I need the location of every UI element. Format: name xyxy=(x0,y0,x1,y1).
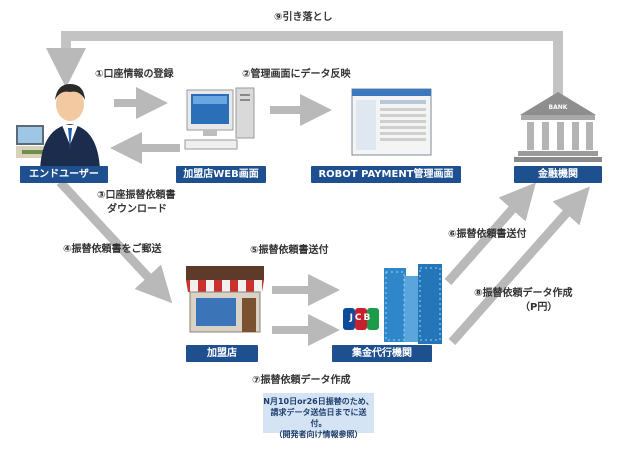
node-label-collection-agency: 集金代行機関 xyxy=(332,345,432,362)
bank-sign: BANK xyxy=(548,104,568,111)
node-label-merchant: 加盟店 xyxy=(186,345,258,362)
step-5-send-form: ⑤振替依頼書送付 xyxy=(250,245,329,256)
node-label-merchant-web: 加盟店WEB画面 xyxy=(176,166,266,183)
note-line-2: 請求データ送信日までに送付。 xyxy=(270,408,367,428)
step-2-reflect-data: ②管理画面にデータ反映 xyxy=(242,69,351,80)
step-4-mail-form: ④振替依頼書をご郵送 xyxy=(63,244,162,255)
step-8-create-data-line2: （P円） xyxy=(520,302,558,313)
step-3-download-form: ③口座振替依頼書 xyxy=(97,190,176,201)
step-8-create-data: ⑧振替依頼データ作成 xyxy=(474,288,573,299)
step-9-withdrawal: ⑨引き落とし xyxy=(274,12,333,23)
step-7-create-data: ⑦振替依頼データ作成 xyxy=(252,375,351,386)
node-label-end-user: エンドユーザー xyxy=(20,166,108,183)
arrow-withdrawal-loop xyxy=(46,31,563,98)
jcb-logo: JCB xyxy=(349,313,373,323)
arrow-send-to-bank xyxy=(444,182,536,285)
step-1-register-account: ①口座情報の登録 xyxy=(95,69,174,80)
note-line-1: N月10日or26日振替のため、 xyxy=(263,397,374,406)
arrow-mail-form xyxy=(56,178,173,304)
step-3-download-form-line2: ダウンロード xyxy=(107,204,167,215)
step-6-send-to-bank: ⑥振替依頼書送付 xyxy=(448,229,527,240)
note-line-3: （開発者向け情報参照） xyxy=(274,430,363,439)
schedule-note: N月10日or26日振替のため、 請求データ送信日までに送付。 （開発者向け情報… xyxy=(263,393,374,439)
node-label-bank: 金融機関 xyxy=(514,166,602,183)
node-label-robot-payment: ROBOT PAYMENT管理画面 xyxy=(311,166,461,183)
arrow-create-data-bank xyxy=(448,186,590,345)
